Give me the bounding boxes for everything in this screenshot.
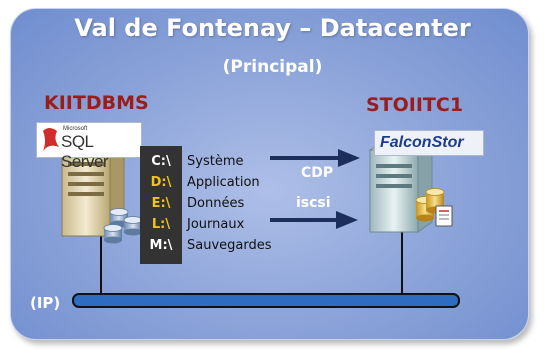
drive-folder-donnees: Données [187,196,245,211]
sql-server-flag-icon [43,128,59,151]
drive-letter-m: M:\ [149,238,173,253]
falconstor-logo-text: FalconStor [380,134,464,151]
drive-letter-c: C:\ [151,154,171,169]
iscsi-arrow [270,211,358,229]
server-name-kiitdbms: KIITDBMS [44,92,149,114]
diagram-subtitle: (Principal) [222,57,323,77]
drive-letter-l: L:\ [151,217,171,232]
left-server-network-link [100,235,102,293]
diagram-title: Val de Fontenay – Datacenter [74,14,471,42]
drive-folder-journaux: Journaux [187,217,245,232]
drive-letter-e: E:\ [151,196,171,211]
right-server-network-link [401,230,403,293]
document-icon [435,205,453,227]
drive-letter-d: D:\ [150,175,172,190]
drive-folder-application: Application [187,175,260,190]
network-bus [72,293,460,308]
drive-folder-sauvegardes: Sauvegardes [187,238,272,253]
iscsi-label: iscsi [296,195,331,211]
cdp-arrow [270,149,360,167]
drive-folder-systeme: Système [187,154,244,169]
network-label: (IP) [30,294,61,312]
server-name-stoiitc1: STOIITC1 [366,94,464,116]
sql-logo-microsoft: Microsoft [63,126,88,132]
drive-letters-panel [140,146,182,264]
falconstor-logo: FalconStor [374,130,484,156]
cdp-label: CDP [301,165,334,181]
sql-logo-text: SQL Server [61,132,109,171]
sql-server-logo: Microsoft SQL Server [36,122,142,171]
